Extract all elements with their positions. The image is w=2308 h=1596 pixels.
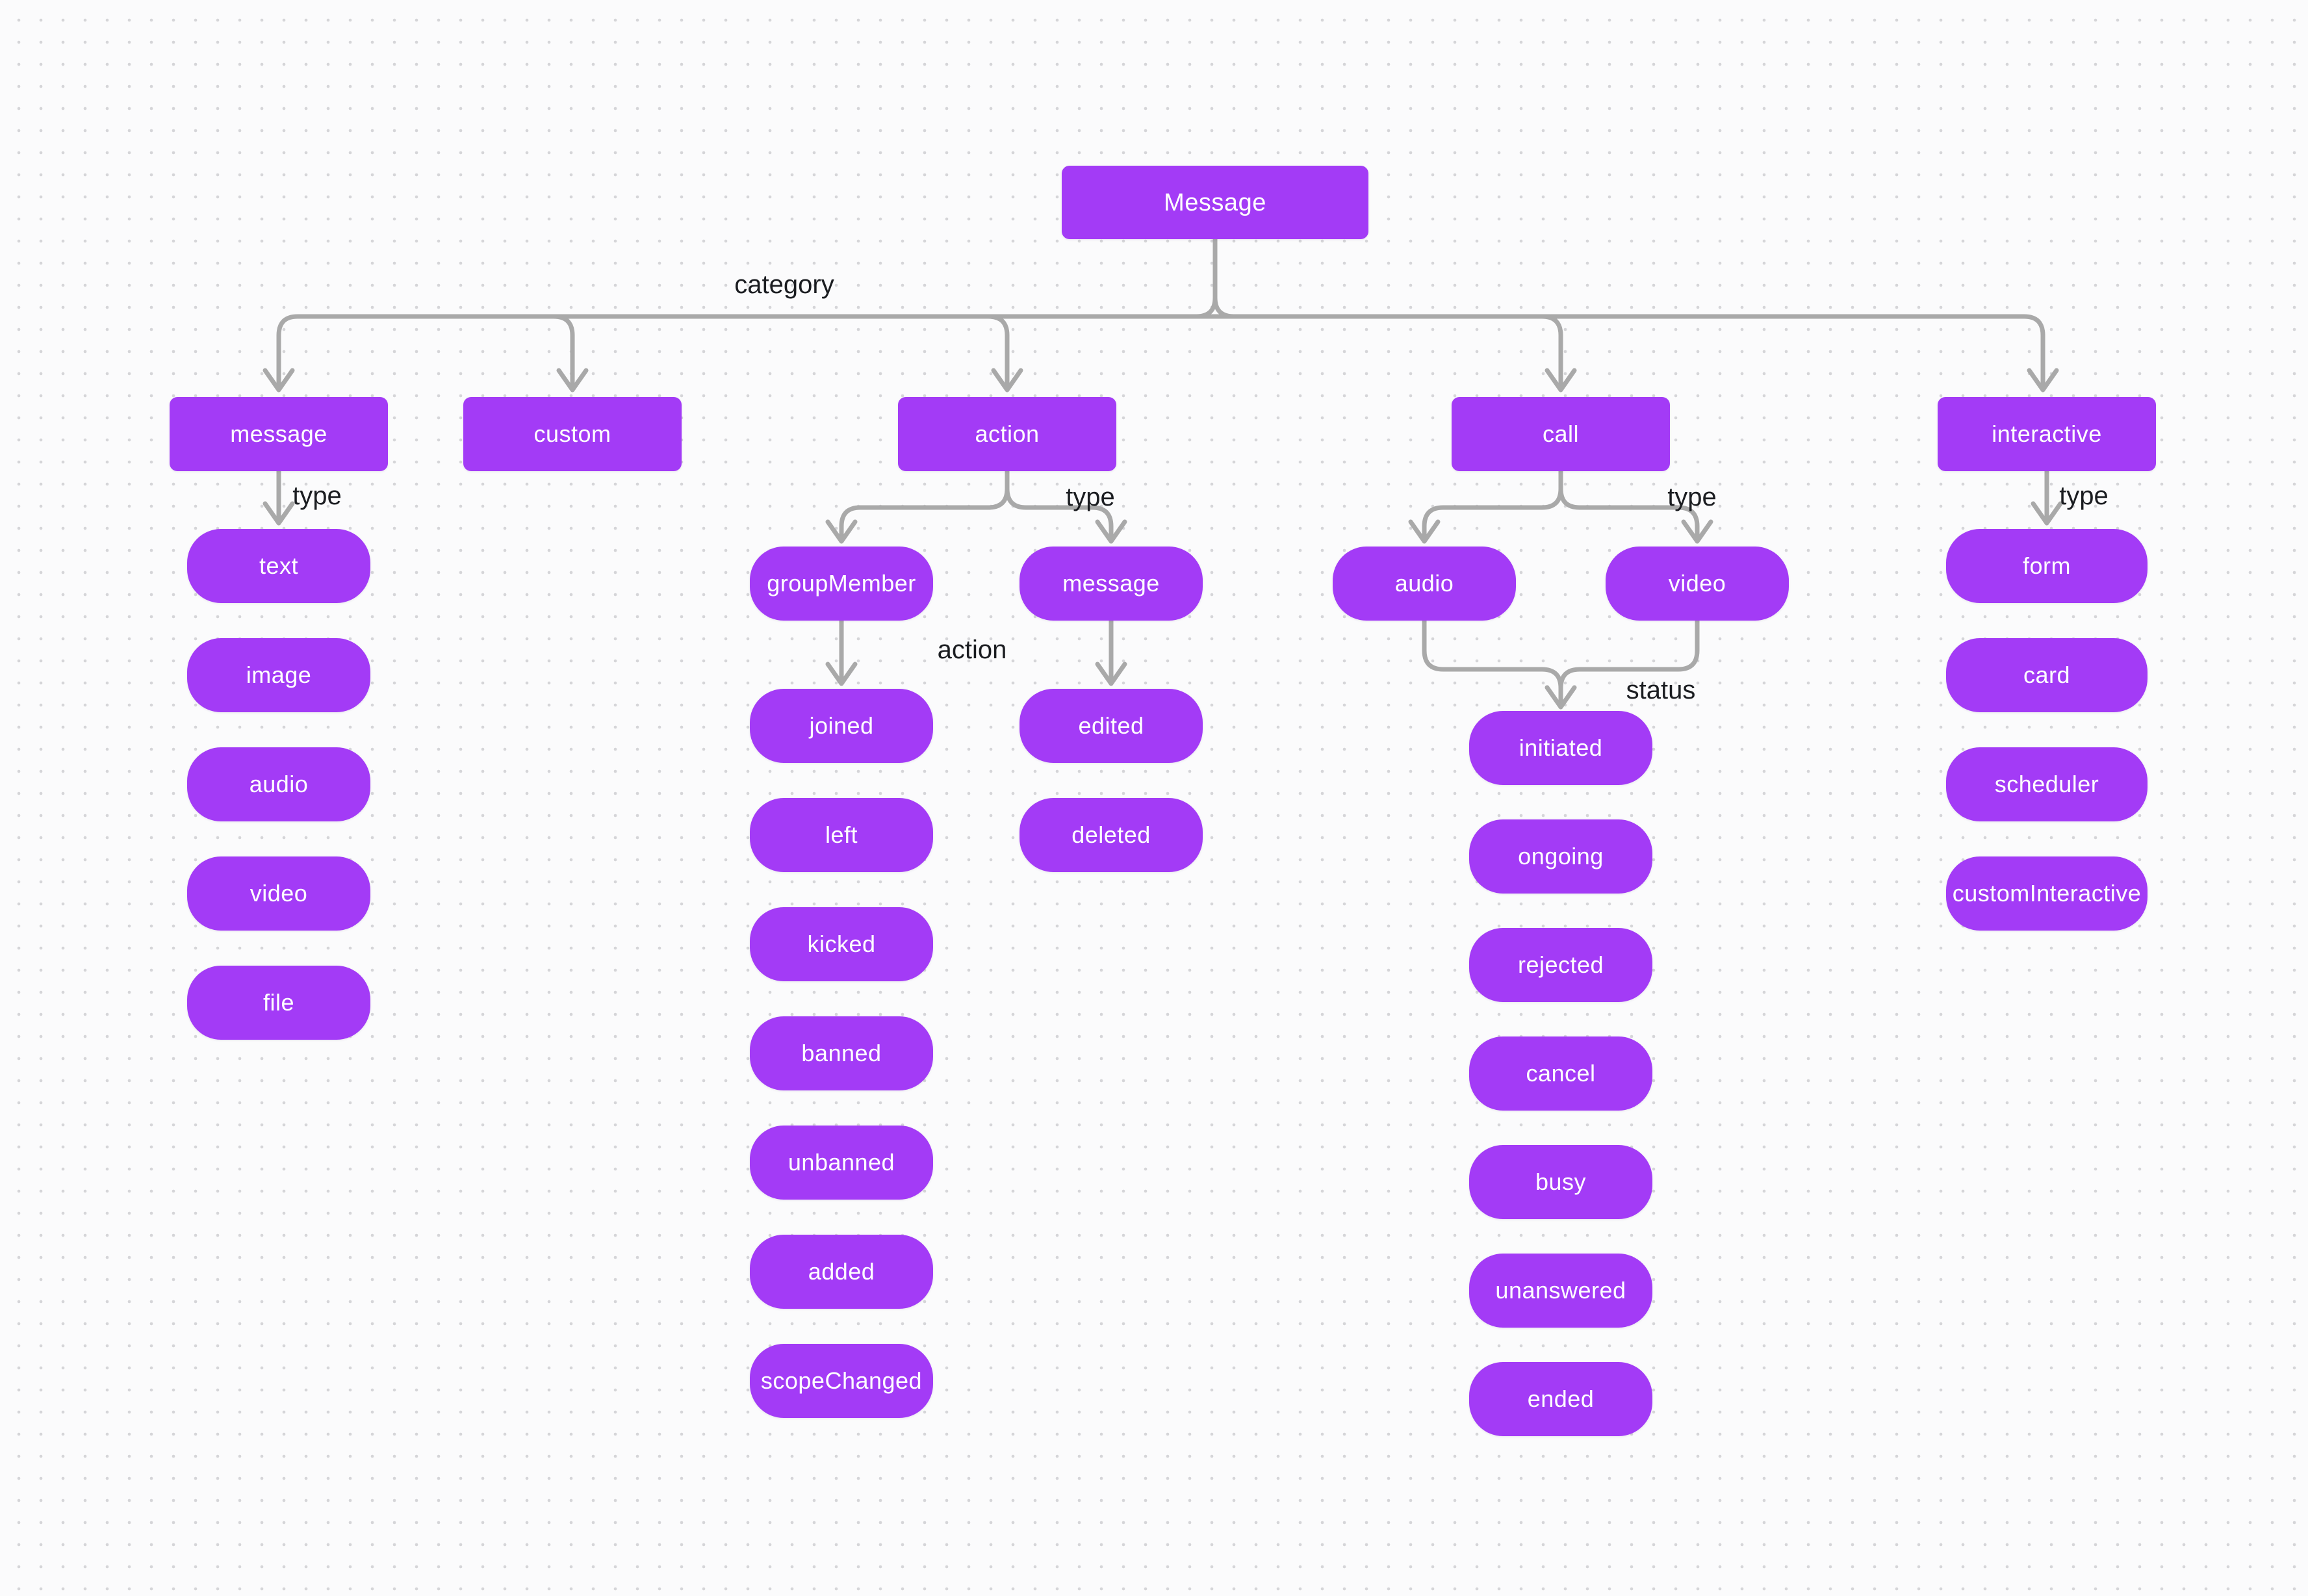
edge-category-bus	[276, 314, 2045, 387]
node-interactive-scheduler: scheduler	[1946, 747, 2148, 821]
node-action-deleted: deleted	[1019, 798, 1203, 872]
edge-drop-action	[986, 314, 1010, 387]
node-action-added: added	[750, 1235, 933, 1309]
node-action-edited: edited	[1019, 689, 1203, 763]
node-interactive-custominteractive: customInteractive	[1946, 856, 2148, 931]
node-action-joined: joined	[750, 689, 933, 763]
arrow-category-interactive	[2027, 368, 2059, 393]
arrow-message-type	[263, 501, 295, 526]
node-interactive-form: form	[1946, 529, 2148, 603]
arrow-action-message	[1095, 519, 1127, 544]
node-category-call: call	[1452, 397, 1670, 471]
node-category-interactive: interactive	[1938, 397, 2156, 471]
arrow-groupmember-action	[825, 662, 858, 686]
arrow-category-action	[991, 368, 1023, 393]
edge-label-category: category	[734, 270, 834, 299]
node-action-left: left	[750, 798, 933, 872]
node-type-audio-message: audio	[187, 747, 370, 821]
node-action-message: message	[1019, 547, 1203, 621]
edge-video-merge	[1558, 618, 1700, 691]
edge-drop-call	[1539, 314, 1563, 387]
arrow-call-video	[1681, 519, 1713, 544]
node-type-video-message: video	[187, 856, 370, 931]
node-category-custom: custom	[463, 397, 682, 471]
node-action-scopechanged: scopeChanged	[750, 1344, 933, 1418]
edge-label-status: status	[1626, 676, 1696, 704]
node-status-busy: busy	[1469, 1145, 1652, 1219]
node-message-root: Message	[1062, 166, 1368, 239]
edge-call-left	[1422, 486, 1563, 539]
arrow-category-message	[263, 368, 295, 393]
node-category-action: action	[898, 397, 1116, 471]
node-status-ended: ended	[1469, 1362, 1652, 1436]
node-interactive-card: card	[1946, 638, 2148, 712]
edge-action-right	[1005, 486, 1114, 539]
node-action-groupmember: groupMember	[750, 547, 933, 621]
edge-call-right	[1558, 486, 1700, 539]
arrow-category-custom	[556, 368, 589, 393]
edge-label-type-action: type	[1066, 483, 1115, 511]
node-action-kicked: kicked	[750, 907, 933, 981]
edge-drop-custom	[551, 314, 575, 387]
node-action-unbanned: unbanned	[750, 1126, 933, 1200]
node-type-image: image	[187, 638, 370, 712]
arrow-category-call	[1545, 368, 1577, 393]
node-status-initiated: initiated	[1469, 711, 1652, 785]
edge-action-left	[839, 486, 1010, 539]
node-status-cancel: cancel	[1469, 1036, 1652, 1111]
node-status-rejected: rejected	[1469, 928, 1652, 1002]
node-type-file: file	[187, 966, 370, 1040]
edge-label-type-message: type	[292, 482, 342, 510]
node-type-text: text	[187, 529, 370, 603]
node-action-banned: banned	[750, 1016, 933, 1090]
arrow-call-audio	[1408, 519, 1441, 544]
edge-root-flare-right	[1212, 295, 1237, 319]
arrow-actionmessage-action	[1095, 662, 1127, 686]
node-category-message: message	[170, 397, 388, 471]
edge-label-action: action	[937, 636, 1007, 664]
node-call-video: video	[1606, 547, 1789, 621]
edge-root-flare-left	[1194, 295, 1218, 319]
node-call-audio: audio	[1333, 547, 1516, 621]
edge-label-type-call: type	[1667, 483, 1717, 511]
arrow-call-status	[1545, 685, 1577, 710]
edge-label-type-interactive: type	[2059, 482, 2109, 510]
arrow-action-groupmember	[825, 519, 858, 544]
arrow-interactive-type	[2031, 501, 2063, 526]
node-status-unanswered: unanswered	[1469, 1254, 1652, 1328]
node-status-ongoing: ongoing	[1469, 819, 1652, 894]
edge-audio-merge	[1422, 618, 1563, 691]
